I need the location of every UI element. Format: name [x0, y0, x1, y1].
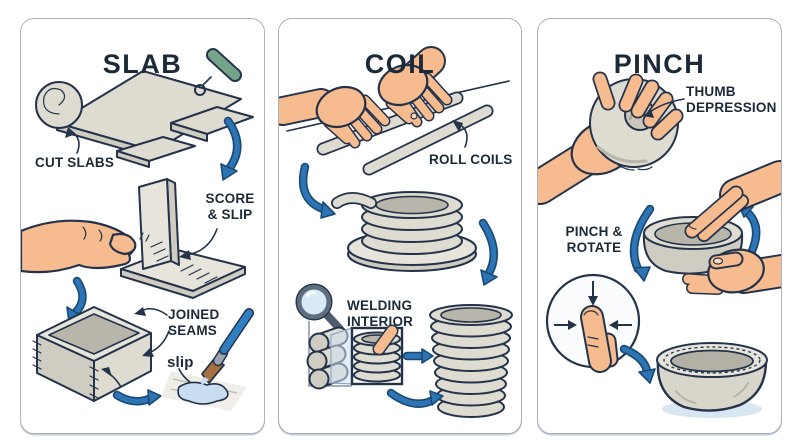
magnifying-glass-icon: [295, 283, 344, 333]
blue-arrow-out-of-inset: [402, 348, 434, 364]
finished-pinch-bowl: [656, 342, 768, 418]
blue-arrow-to-bowl: [619, 344, 656, 384]
zoom-wedge: [330, 327, 353, 385]
hand-right-rolling: [377, 46, 453, 128]
pinch-illustration: [538, 71, 781, 418]
label-cut-slabs: CUT SLABS: [35, 155, 115, 170]
blue-arrow-down-1: [220, 116, 242, 181]
label-joined-seams: JOINED SEAMS: [168, 307, 220, 338]
coil-pot-tall: [429, 304, 513, 418]
panel-pinch-title: PINCH: [613, 49, 706, 80]
blue-arrow-to-coil: [298, 162, 336, 219]
welding-interior-inset: [350, 324, 404, 386]
label-slip: slip: [167, 354, 194, 371]
score-slip-scene: [120, 178, 246, 299]
cut-slab-pieces: [116, 106, 254, 168]
hand-pressing-slab: [21, 219, 150, 274]
cut-slabs-arrow: [65, 127, 80, 154]
score-slip-arrow: [179, 228, 218, 260]
paint-brush-icon: [200, 308, 254, 385]
hand-cradling-bottom: [682, 248, 781, 295]
slip-surface: [161, 371, 247, 411]
joined-seams-arrows: [101, 307, 170, 388]
coil-illustration: [279, 46, 513, 418]
loop-cutting-tool-icon: [194, 48, 242, 96]
hand-left-rolling: [279, 85, 391, 149]
panel-coil: COIL: [278, 18, 522, 434]
label-roll-coils: ROLL COILS: [429, 152, 513, 167]
label-pinch-rotate: PINCH & ROTATE: [565, 224, 623, 255]
slab-illustration: [21, 48, 254, 411]
slab-box: [32, 306, 152, 402]
label-score-slip: SCORE & SLIP: [205, 191, 255, 222]
blue-arrow-to-tall-pot: [478, 218, 499, 286]
label-thumb-depression: THUMB DEPRESSION: [686, 84, 777, 115]
slip-label-line: [178, 368, 191, 383]
label-welding-interior: WELDING INTERIOR: [347, 298, 414, 329]
coil-pot-start: [331, 191, 477, 272]
panel-slab: SLAB: [20, 18, 265, 434]
panel-slab-title: SLAB: [102, 49, 183, 80]
panel-coil-title: COIL: [364, 49, 436, 80]
hand-pinching-top: [684, 160, 781, 242]
thumb-depression-arrow: [643, 98, 685, 118]
press-direction-inset-icon: [545, 273, 641, 373]
roll-coils-arrow: [452, 120, 468, 148]
blue-arrow-bottom-curve: [386, 388, 444, 408]
blue-arrow-right: [112, 389, 162, 406]
rotation-arrow-left: [629, 204, 655, 282]
hand-holding-ball: [538, 71, 684, 205]
panel-pinch: PINCH: [537, 18, 782, 434]
